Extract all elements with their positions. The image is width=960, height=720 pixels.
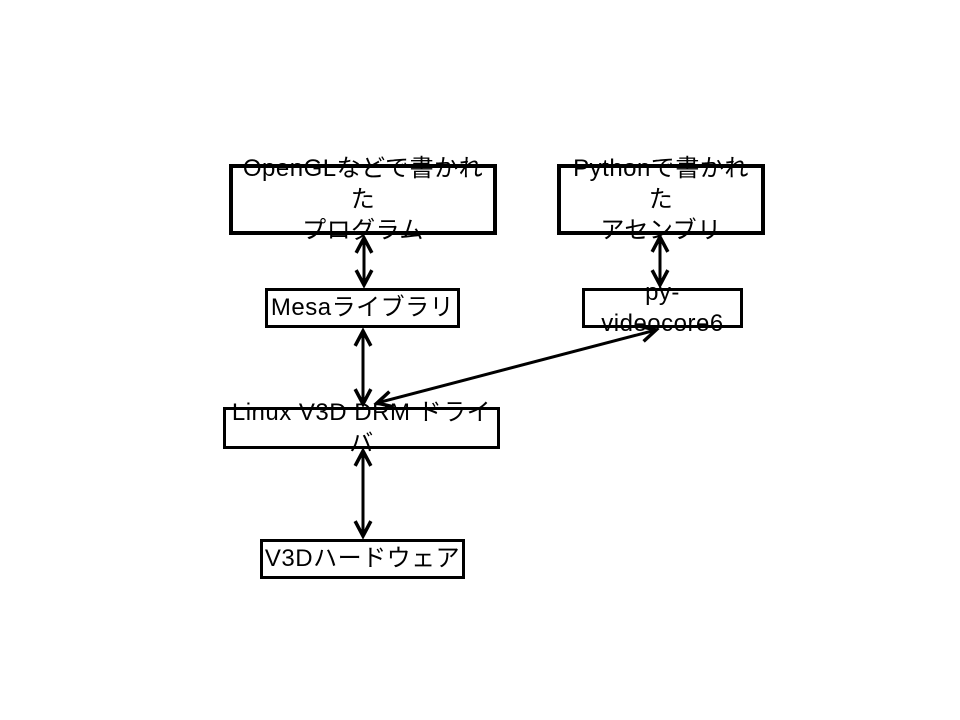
- node-v3d-hardware: V3Dハードウェア: [260, 539, 465, 579]
- node-opengl-program-label: OpenGLなどで書かれた プログラム: [242, 154, 484, 245]
- node-linux-v3d-drm-label: Linux V3D DRM ドライバ: [231, 398, 492, 457]
- node-v3d-hardware-label: V3Dハードウェア: [264, 545, 461, 573]
- node-opengl-program: OpenGLなどで書かれた プログラム: [229, 155, 497, 244]
- node-linux-v3d-drm: Linux V3D DRM ドライバ: [223, 399, 500, 457]
- node-mesa-library: Mesaライブラリ: [265, 288, 460, 328]
- arrow-pyvideocore6-drm: [377, 330, 656, 403]
- node-python-assembly: Pythonで書かれた アセンブリ: [557, 155, 765, 244]
- node-py-videocore6-label: py-videocore6: [601, 278, 724, 337]
- node-mesa-library-label: Mesaライブラリ: [270, 294, 455, 322]
- node-py-videocore6: py-videocore6: [582, 279, 743, 337]
- node-python-assembly-label: Pythonで書かれた アセンブリ: [573, 154, 749, 245]
